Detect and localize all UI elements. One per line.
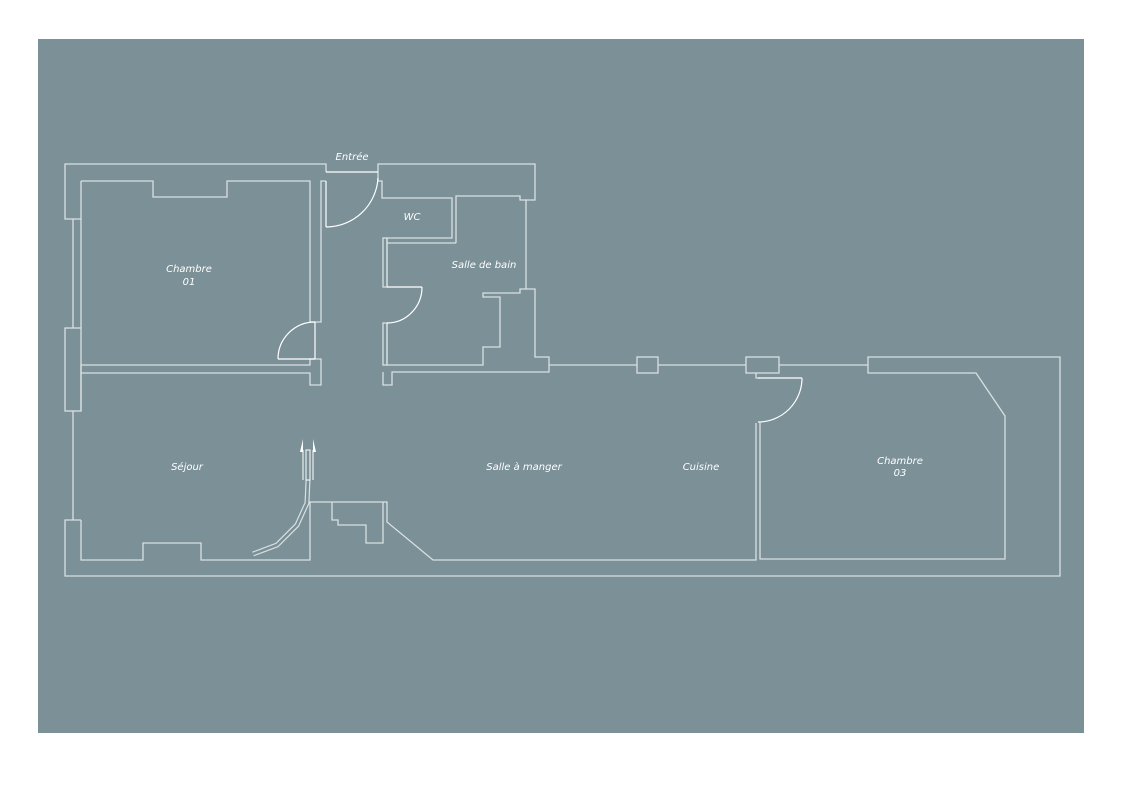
label-salle-de-bain: Salle de bain [452,260,517,271]
label-chambre01-number: 01 [183,277,196,288]
wall-wc [377,172,453,243]
doors [252,171,803,557]
label-chambre03-number: 03 [894,468,907,479]
label-salle-a-manger: Salle à manger [486,461,562,473]
wall-south-interior [80,423,757,561]
chambre01-door-swing [277,321,316,360]
entrance-door-swing [325,177,379,228]
sliding-panel-1 [382,237,388,288]
wall-bath-south [386,288,526,366]
plan-background [38,39,1084,733]
label-chambre03: Chambre [877,456,923,467]
wall-wet-rooms-outer [377,163,550,386]
label-sejour: Séjour [171,461,204,473]
label-cuisine: Cuisine [683,462,720,473]
room-labels: Entrée Chambre 01 WC Salle de bain Séjou… [166,151,923,479]
walls [64,163,1061,577]
label-wc: WC [404,212,421,223]
chambre03-door-swing [757,377,803,423]
bath-door-swing [386,286,423,324]
sliding-panel-2 [382,322,388,366]
storage-outline [331,502,384,544]
wall-top-left [64,163,327,220]
wall-chambre01-south [81,358,322,386]
wall-chambre01-north [81,180,311,322]
label-chambre01: Chambre [166,264,212,275]
wall-bath-north [455,195,526,243]
stair-arrow-icon [300,439,316,481]
label-entree: Entrée [336,151,369,163]
